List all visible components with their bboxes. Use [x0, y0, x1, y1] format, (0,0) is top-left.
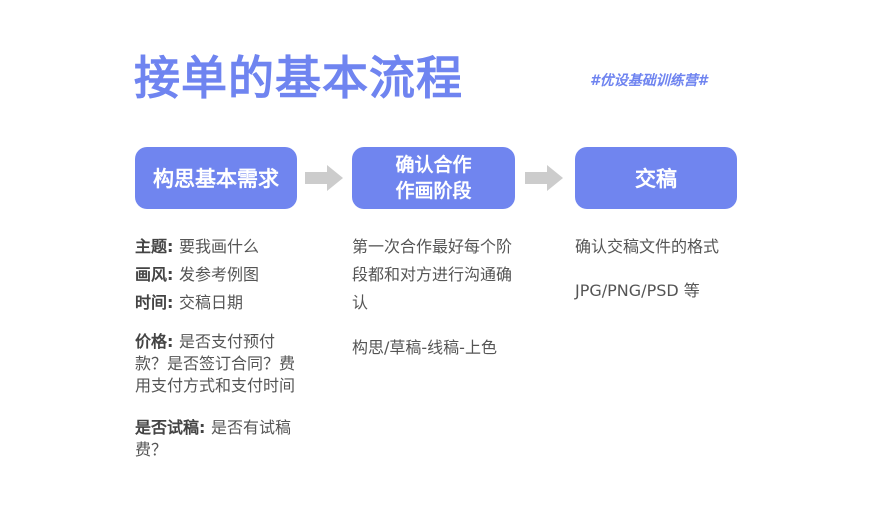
detail-format: 确认交稿文件的格式	[575, 237, 720, 256]
detail-label: 价格	[135, 332, 168, 351]
step-concept-requirements: 构思基本需求	[135, 147, 297, 209]
detail-subject: 主题: 要我画什么	[135, 237, 259, 256]
delivery-details: 确认交稿文件的格式 JPG/PNG/PSD 等	[575, 233, 750, 305]
detail-file-types: JPG/PNG/PSD 等	[575, 281, 700, 300]
step-label-line1: 确认合作	[395, 154, 472, 176]
arrow-right-icon	[305, 165, 343, 191]
detail-value: 发参考例图	[178, 265, 259, 284]
step-deliver: 交稿	[575, 147, 737, 209]
detail-label: 是否试稿	[135, 418, 200, 437]
detail-style: 画风: 发参考例图	[135, 265, 259, 284]
cooperation-details: 第一次合作最好每个阶段都和对方进行沟通确认 构思/草稿-线稿-上色	[352, 233, 527, 359]
arrow-right-icon	[525, 165, 563, 191]
requirements-details: 主题: 要我画什么 画风: 发参考例图 时间: 交稿日期 价格: 是否支付预付款…	[135, 233, 310, 461]
page-title: 接单的基本流程	[134, 51, 463, 105]
step-label: 交稿	[635, 167, 677, 191]
detail-stages: 构思/草稿-线稿-上色	[352, 338, 497, 357]
detail-value: 是否支付预付款？是否签订合同？费用支付方式和支付时间	[135, 332, 296, 395]
step-label-line2: 作画阶段	[395, 180, 472, 202]
detail-value: 交稿日期	[178, 293, 243, 312]
detail-label: 时间	[135, 293, 168, 312]
detail-label: 主题	[135, 237, 168, 256]
detail-trial: 是否试稿: 是否有试稿费？	[135, 418, 291, 459]
step-label: 构思基本需求	[153, 167, 279, 191]
step-confirm-cooperation: 确认合作 作画阶段	[352, 147, 515, 209]
detail-label: 画风	[135, 265, 168, 284]
detail-value: 要我画什么	[178, 237, 259, 256]
hashtag-label: #优设基础训练营#	[590, 73, 708, 89]
detail-communication: 第一次合作最好每个阶段都和对方进行沟通确认	[352, 237, 513, 312]
detail-time: 时间: 交稿日期	[135, 293, 243, 312]
detail-price: 价格: 是否支付预付款？是否签订合同？费用支付方式和支付时间	[135, 332, 296, 395]
detail-value: 是否有试稿费？	[135, 418, 291, 459]
